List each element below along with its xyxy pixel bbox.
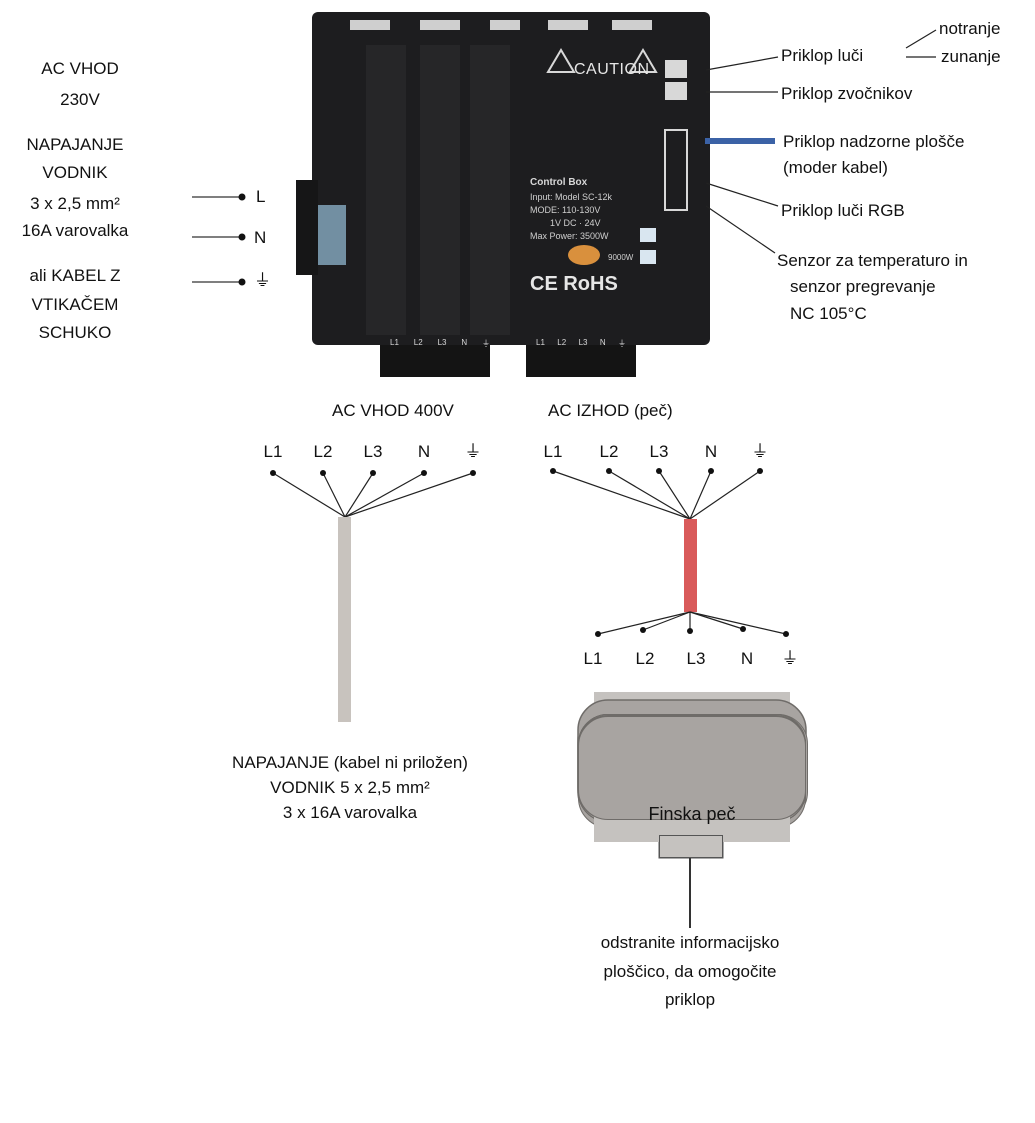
ac-in-wires <box>272 472 474 518</box>
rgb-connection-label: Priklop luči RGB <box>781 201 905 220</box>
ac-out-bottom-terminal-l1: L1 <box>583 649 603 668</box>
box-out-terminal-n: N <box>599 338 606 347</box>
ac-out-dots-top <box>550 468 763 474</box>
control-box-mode: MODE: 110-130V <box>530 205 601 215</box>
terminal-n-dot <box>238 233 246 241</box>
sensor-line-2: senzor pregrevanje <box>790 277 936 296</box>
terminal-l-dot <box>238 193 246 201</box>
ac-out-title: AC IZHOD (peč) <box>548 401 673 420</box>
ac-in-voltage: 230V <box>60 90 100 109</box>
box-in-terminal-l1: L1 <box>390 338 399 347</box>
ac-out-bottom-terminal-l3: L3 <box>686 649 706 668</box>
control-box <box>296 12 710 377</box>
ac-out-top-terminal-n: N <box>704 442 718 461</box>
control-box-title: Control Box <box>530 177 588 188</box>
supply-line-1: NAPAJANJE <box>26 135 124 154</box>
heater-info-plate <box>659 835 723 858</box>
terminal-pe-label: ⏚ <box>254 271 271 290</box>
left-input-wires <box>192 196 242 283</box>
control-box-output-terminals: L1 L2 L3 N ⏚ <box>536 338 626 349</box>
box-in-terminal-l3: L3 <box>437 338 447 347</box>
supply-line-2: VODNIK <box>42 163 108 182</box>
light-outer-label: zunanje <box>941 47 1001 66</box>
box-out-terminal-pe: ⏚ <box>618 339 626 348</box>
ce-rohs-mark: CE RoHS <box>530 273 618 295</box>
speaker-connection-label: Priklop zvočnikov <box>781 84 913 103</box>
box-in-terminal-pe: ⏚ <box>482 339 490 348</box>
ac-in-400-title: AC VHOD 400V <box>332 401 454 420</box>
ac-out-wires-top <box>552 470 761 520</box>
ac-out-top-terminal-pe: ⏚ <box>751 442 769 461</box>
box-out-terminal-l3: L3 <box>578 338 588 347</box>
ac-out-cable <box>684 519 697 612</box>
callout-lines <box>705 29 937 254</box>
terminal-l-label: L <box>256 187 266 206</box>
ac-out-top-terminal-l1: L1 <box>543 442 563 461</box>
sensor-line-1: Senzor za temperaturo in <box>777 251 968 270</box>
control-box-input: Input: Model SC-12k <box>530 192 613 202</box>
caution-label: CAUTION <box>574 61 650 78</box>
supply-line-3: 3 x 2,5 mm² <box>30 194 120 213</box>
alt-line-1: ali KABEL Z <box>29 266 121 285</box>
ac-out-top-terminal-l2: L2 <box>599 442 619 461</box>
ac-out-wires-bottom <box>597 611 787 635</box>
info-plate-line <box>689 858 691 928</box>
alt-line-2: VTIKAČEM <box>31 295 119 314</box>
light-connection-label: Priklop luči <box>781 46 864 65</box>
box-out-terminal-l1: L1 <box>536 338 545 347</box>
control-box-dc: 1V DC · 24V <box>550 218 601 228</box>
ac-out-bottom-terminal-pe: ⏚ <box>781 649 799 668</box>
heater-label: Finska peč <box>648 804 736 824</box>
ac-in-cable <box>338 517 351 722</box>
ac-in-terminal-l2: L2 <box>313 442 333 461</box>
box-in-terminal-l2: L2 <box>413 338 423 347</box>
ac-out-top-terminal-l3: L3 <box>649 442 669 461</box>
info-plate-note-1: odstranite informacijsko <box>600 933 780 952</box>
ac-out-bottom-terminal-l2: L2 <box>635 649 655 668</box>
box-out-terminal-l2: L2 <box>557 338 567 347</box>
ac-in-terminal-l3: L3 <box>363 442 383 461</box>
ac-in-note-3: 3 x 16A varovalka <box>282 803 418 822</box>
ac-in-note-1: NAPAJANJE (kabel ni priložen) <box>232 753 468 772</box>
box-in-terminal-n: N <box>461 338 468 347</box>
info-plate-note-2: ploščico, da omogočite <box>603 962 777 981</box>
ac-in-dots <box>270 470 476 476</box>
heater-body-rounded <box>578 716 806 820</box>
supply-line-4: 16A varovalka <box>21 221 129 240</box>
terminal-n-label: N <box>254 228 267 247</box>
ac-out-dots-bottom <box>595 626 789 637</box>
control-box-max-power: Max Power: 3500W <box>530 231 609 241</box>
ac-in-title: AC VHOD <box>41 59 119 78</box>
ac-in-terminal-l1: L1 <box>263 442 283 461</box>
ac-in-note-2: VODNIK 5 x 2,5 mm² <box>270 778 430 797</box>
panel-connection-line-1: Priklop nadzorne plošče <box>783 132 965 151</box>
ac-out-bottom-terminal-n: N <box>740 649 754 668</box>
panel-connection-line-2: (moder kabel) <box>783 158 888 177</box>
ac-in-terminal-pe: ⏚ <box>464 442 482 461</box>
light-inner-label: notranje <box>939 19 1001 38</box>
info-plate-note-3: priklop <box>664 990 716 1009</box>
control-box-power2: 9000W <box>608 253 634 262</box>
ac-in-terminal-n: N <box>417 442 431 461</box>
sensor-line-3: NC 105°C <box>790 304 867 323</box>
alt-line-3: SCHUKO <box>38 323 112 342</box>
terminal-pe-dot <box>238 278 246 286</box>
control-box-input-terminals: L1 L2 L3 N ⏚ <box>390 338 490 349</box>
